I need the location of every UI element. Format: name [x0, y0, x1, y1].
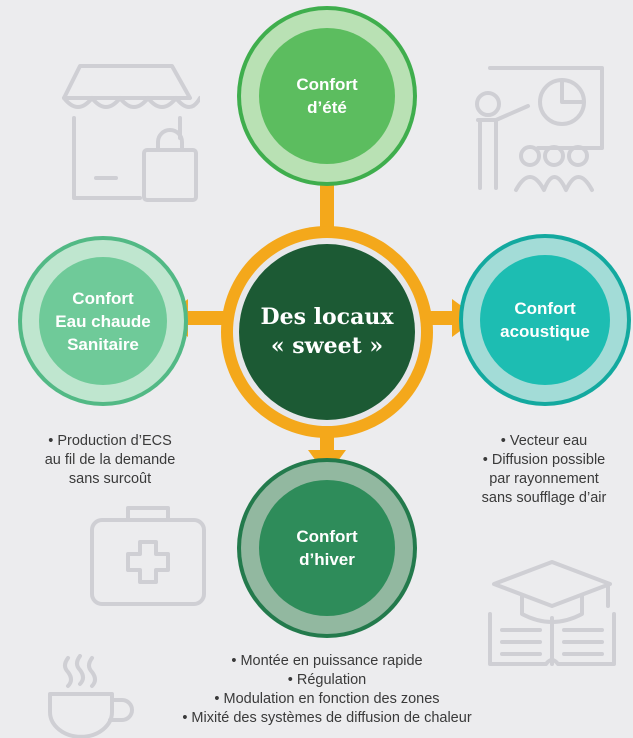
- arrow-right-shaft: [424, 311, 460, 325]
- center-title-line2: « sweet »: [270, 333, 384, 359]
- arrow-left-shaft: [180, 311, 230, 325]
- presentation-icon: [466, 58, 611, 198]
- node-hot-water-line1: Confort: [72, 288, 134, 308]
- description-line: sans surcoût: [68, 471, 152, 487]
- description-line: • Montée en puissance rapide: [231, 653, 423, 669]
- shop-icon: [60, 58, 200, 208]
- arrow-up-shaft: [320, 180, 334, 232]
- description-hot-water: • Production d’ECS au fil de la demande …: [0, 432, 220, 489]
- node-hot-water-line3: Sanitaire: [67, 334, 139, 354]
- node-acoustic-line1: Confort: [514, 299, 576, 318]
- description-line: • Vecteur eau: [500, 433, 588, 449]
- center-title-line1: Des locaux: [260, 304, 394, 330]
- description-line: par rayonnement: [489, 471, 599, 487]
- description-line: • Diffusion possible: [482, 452, 606, 468]
- description-line: • Production d’ECS: [48, 433, 172, 449]
- node-acoustic-comfort: Confort acoustique: [459, 234, 631, 406]
- node-summer-line1: Confort: [296, 75, 358, 94]
- description-line: • Modulation en fonction des zones: [214, 691, 440, 707]
- node-hot-water-comfort: Confort Eau chaude Sanitaire: [18, 236, 188, 406]
- description-line: au fil de la demande: [44, 452, 176, 468]
- education-icon: [486, 558, 618, 670]
- node-summer-line2: d’été: [307, 98, 347, 117]
- node-winter-line2: d’hiver: [299, 550, 355, 569]
- node-winter-comfort: Confort d’hiver: [237, 458, 417, 638]
- description-line: • Mixité des systèmes de diffusion de ch…: [182, 710, 472, 726]
- node-winter-line1: Confort: [296, 527, 358, 546]
- node-hot-water-line2: Eau chaude: [55, 311, 151, 331]
- coffee-cup-icon: [46, 654, 138, 738]
- first-aid-kit-icon: [88, 498, 208, 608]
- description-line: sans soufflage d’air: [481, 490, 607, 506]
- node-summer-comfort: Confort d’été: [237, 6, 417, 186]
- description-line: • Régulation: [287, 672, 367, 688]
- description-acoustic: • Vecteur eau • Diffusion possible par r…: [456, 432, 632, 508]
- description-winter: • Montée en puissance rapide • Régulatio…: [166, 652, 488, 728]
- center-node: Des locaux « sweet »: [221, 226, 433, 438]
- node-acoustic-line2: acoustique: [500, 322, 590, 341]
